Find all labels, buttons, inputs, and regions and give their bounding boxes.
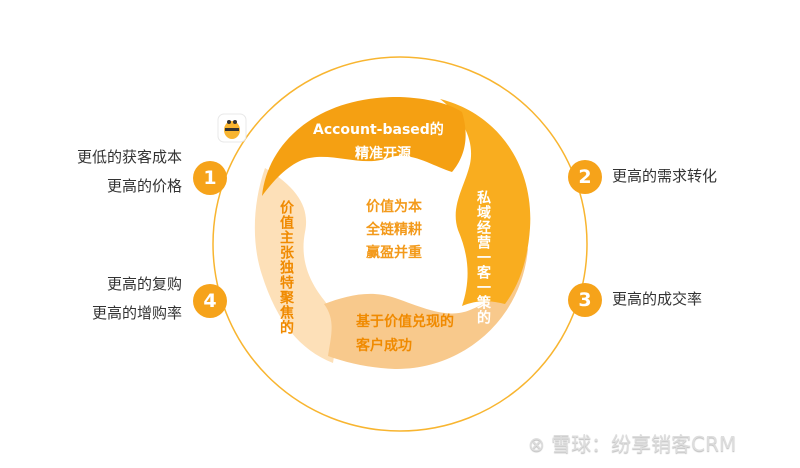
bottom-segment-text: 基于价值兑现的客户成功 (356, 314, 454, 354)
bee-icon (217, 113, 247, 143)
outcome-3-label: 更高的成交率 (612, 290, 703, 308)
segment-right (440, 99, 531, 306)
outcome-2-label: 更高的需求转化 (612, 167, 718, 185)
badge-3: 3 (568, 283, 602, 317)
outcome-1-label: 更低的获客成本更高的价格 (76, 148, 182, 195)
segment-left (254, 168, 336, 363)
segment-bottom (324, 248, 528, 370)
outcome-4-label: 更高的复购更高的增购率 (91, 275, 182, 322)
center-text: 价值为本全链精耕赢盈并重 (366, 199, 422, 261)
badge-1: 1 (193, 161, 227, 195)
right-segment-text: 私域经营一客一策的 (475, 190, 491, 325)
top-segment-text: Account-based的精准开源 (313, 122, 444, 162)
watermark: ⊗ 雪球：纷享销客CRM (528, 432, 737, 456)
segment-top (262, 96, 466, 196)
xueqiu-logo-icon: ⊗ (528, 432, 545, 456)
badge-4: 4 (193, 284, 227, 318)
outer-ring (212, 56, 588, 432)
badge-2: 2 (568, 160, 602, 194)
left-segment-text: 价值主张独特聚焦的 (278, 200, 294, 335)
